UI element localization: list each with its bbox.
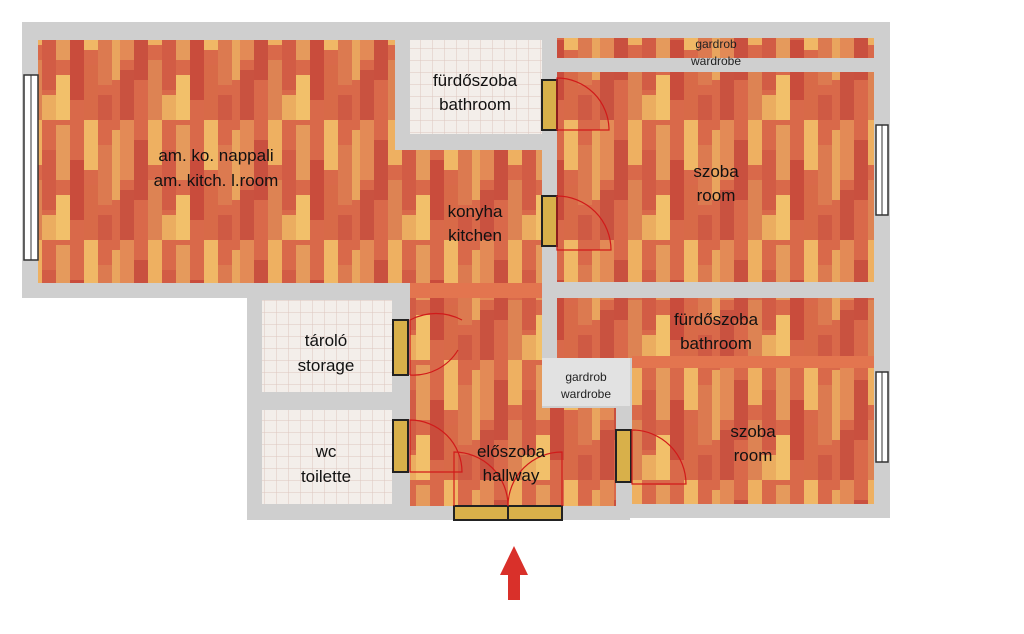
toilet-floor (262, 410, 392, 504)
living-room-label-2: am. kitch. l.room (154, 171, 279, 190)
door-toilet (392, 419, 463, 473)
bathroom-mid-floor (557, 298, 874, 358)
bathroom-top-label-1: fürdőszoba (433, 71, 518, 90)
door-storage (392, 312, 463, 376)
storage-floor (262, 300, 392, 392)
entrance-arrow-icon (500, 546, 528, 600)
hallway-lower-floor (410, 408, 616, 506)
room-bottom-label-1: szoba (730, 422, 776, 441)
window-right-top (875, 124, 889, 216)
bathroom-mid-label-1: fürdőszoba (674, 310, 759, 329)
kitchen-label-2: kitchen (448, 226, 502, 245)
door-bathroom-top (541, 77, 610, 131)
wardrobe-mid-label-2: wardrobe (560, 387, 611, 401)
window-right-bottom (875, 371, 889, 463)
bathroom-top-label-2: bathroom (439, 95, 511, 114)
room-bottom-floor (632, 368, 874, 504)
wardrobe-top-label-2: wardrobe (690, 54, 741, 68)
bathroom-top-floor (410, 40, 542, 134)
hallway-label-2: hallway (483, 466, 540, 485)
toilet-label-2: toilette (301, 467, 351, 486)
threshold-bath-room (632, 356, 874, 368)
window-left (23, 74, 39, 261)
room-top-floor (557, 72, 874, 282)
wardrobe-top-label-1: gardrob (695, 37, 737, 51)
wardrobe-mid-label-1: gardrob (565, 370, 607, 384)
kitchen-floor (410, 150, 542, 283)
room-bottom-label-2: room (734, 446, 773, 465)
threshold-kitchen-hall (410, 283, 542, 298)
bathroom-mid-label-2: bathroom (680, 334, 752, 353)
living-room-label-1: am. ko. nappali (158, 146, 273, 165)
toilet-label-1: wc (315, 442, 337, 461)
room-top-label-1: szoba (693, 162, 739, 181)
living-room-floor (38, 40, 395, 283)
hallway-label-1: előszoba (477, 442, 546, 461)
door-room-bottom (615, 429, 687, 485)
kitchen-label-1: konyha (448, 202, 503, 221)
kitchen-opening (395, 150, 410, 283)
room-top-label-2: room (697, 186, 736, 205)
door-kitchen-room (541, 195, 612, 251)
entrance-door (453, 451, 563, 521)
storage-label-1: tároló (305, 331, 348, 350)
wardrobe-mid-floor (542, 358, 630, 406)
wardrobe-top-floor (557, 38, 874, 58)
storage-label-2: storage (298, 356, 355, 375)
